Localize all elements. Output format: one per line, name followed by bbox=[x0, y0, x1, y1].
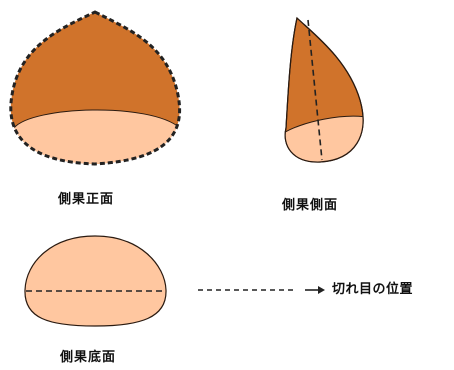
front-view bbox=[5, 12, 185, 170]
front-view-label: 側果正面 bbox=[58, 188, 114, 207]
bottom-base bbox=[25, 236, 166, 326]
bottom-view bbox=[25, 236, 166, 326]
arrow-right-icon bbox=[305, 286, 325, 294]
legend-cut-position bbox=[198, 286, 325, 294]
front-base bbox=[5, 110, 185, 170]
side-view-label: 側果側面 bbox=[282, 194, 338, 213]
side-view bbox=[280, 18, 372, 170]
cut-position-label: 切れ目の位置 bbox=[332, 278, 413, 297]
bottom-view-label: 側果底面 bbox=[60, 346, 116, 365]
